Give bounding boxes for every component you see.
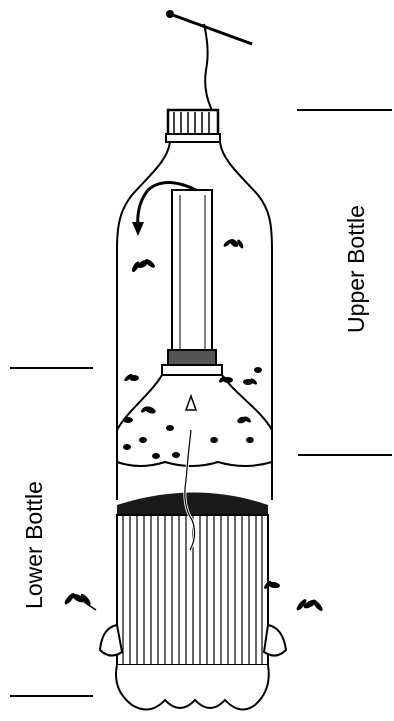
upper-bottle-label: Upper Bottle — [343, 184, 369, 354]
hanging-nail — [166, 10, 252, 44]
bottle-base — [116, 665, 269, 709]
inner-tube — [162, 190, 222, 375]
bottle-cap — [166, 110, 220, 142]
lower-bottle-label: Lower Bottle — [21, 460, 47, 630]
